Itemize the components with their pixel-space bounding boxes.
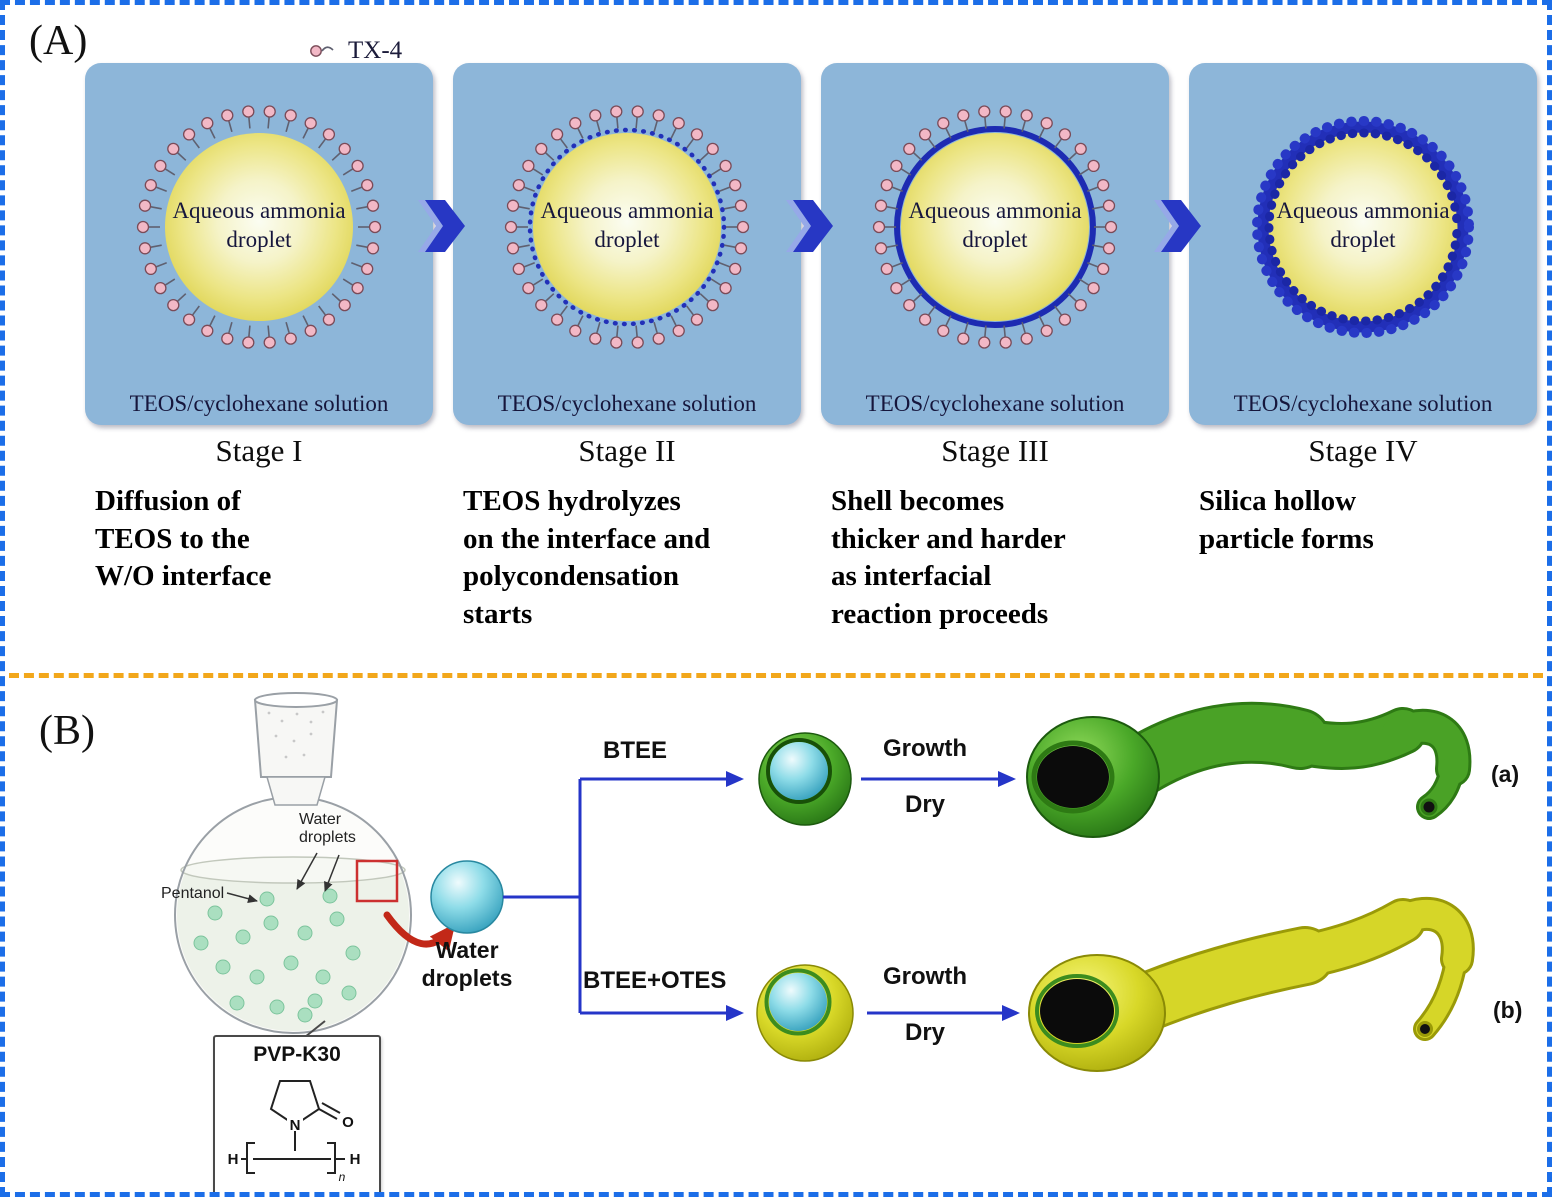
stage-1-droplet-graphic bbox=[136, 105, 382, 349]
branch-lines bbox=[503, 771, 1020, 1021]
stage-3-description: Shell becomes thicker and harder as inte… bbox=[831, 485, 1066, 631]
surfactant-ring bbox=[872, 105, 1118, 349]
stage-2-column: Aqueous ammonia droplet TEOS/cyclohexane… bbox=[453, 5, 801, 673]
dry-label-top: Dry bbox=[905, 791, 946, 818]
tag-b-label: (b) bbox=[1493, 997, 1523, 1023]
droplet-label: Aqueous ammonia droplet bbox=[908, 198, 1082, 252]
stage-2-droplet-graphic bbox=[504, 105, 750, 349]
dotted-silica-shell bbox=[527, 127, 727, 327]
pentanol-label: Pentanol bbox=[161, 885, 225, 902]
o-atom: O bbox=[342, 1114, 354, 1131]
stage-2-box: Aqueous ammonia droplet TEOS/cyclohexane… bbox=[453, 63, 801, 425]
stage-1-title: Stage I bbox=[215, 433, 303, 468]
stage-1-description: Diffusion of TEOS to the W/O interface bbox=[95, 485, 272, 593]
stage-3-droplet-graphic bbox=[872, 105, 1118, 349]
solution-label: TEOS/cyclohexane solution bbox=[865, 391, 1125, 416]
zoom-arrow bbox=[383, 911, 456, 952]
stage-4-box: Aqueous ammonia droplet TEOS/cyclohexane… bbox=[1189, 63, 1537, 425]
water-droplets-label: Water droplets bbox=[421, 937, 513, 991]
panel-b-graphic bbox=[174, 692, 1475, 1072]
panel-b-label: (B) bbox=[39, 708, 95, 754]
zoom-region-square bbox=[355, 859, 399, 903]
frosted-texture-dots bbox=[267, 710, 325, 759]
emulsion-droplets bbox=[193, 888, 361, 1023]
thick-bumpy-silica-shell bbox=[1252, 116, 1474, 338]
stage-4-droplet-graphic bbox=[1252, 116, 1474, 338]
worm-tail-opening bbox=[1420, 798, 1438, 816]
droplet-label: Aqueous ammonia droplet bbox=[1276, 198, 1450, 252]
stage-4-column: Aqueous ammonia droplet TEOS/cyclohexane… bbox=[1189, 5, 1537, 673]
stage-arrow-icon bbox=[418, 200, 465, 252]
solid-silica-shell bbox=[894, 126, 1096, 328]
stage-3-box: Aqueous ammonia droplet TEOS/cyclohexane… bbox=[821, 63, 1169, 425]
stage-3-column: Aqueous ammonia droplet TEOS/cyclohexane… bbox=[821, 5, 1169, 673]
stage-1-column: Aqueous ammonia droplet TEOS/cyclohexane… bbox=[85, 5, 433, 673]
droplet-label: Aqueous ammonia droplet bbox=[172, 198, 346, 252]
tx4-legend: TX-4 bbox=[309, 37, 402, 65]
panel-a-label: (A) bbox=[29, 18, 88, 64]
flask-water-droplets-label: Water droplets bbox=[299, 811, 356, 847]
green-core-shell-sphere bbox=[758, 732, 852, 826]
surfactant-ring bbox=[136, 105, 382, 349]
stage-4-title: Stage IV bbox=[1308, 433, 1418, 468]
btee-otes-label: BTEE+OTES bbox=[583, 967, 727, 994]
worm-tail-opening bbox=[1417, 1021, 1433, 1037]
n-atom: N bbox=[290, 1117, 301, 1134]
h-right: H bbox=[350, 1151, 361, 1168]
stage-arrow-icon bbox=[786, 200, 833, 252]
pvp-k30-box: PVP-K30 N O H H n bbox=[213, 1035, 381, 1192]
growth-label-bottom: Growth bbox=[883, 963, 967, 990]
stage-arrow-icon bbox=[1154, 200, 1201, 252]
stage-2-title: Stage II bbox=[578, 433, 676, 468]
stage-3-title: Stage III bbox=[941, 433, 1049, 468]
solution-label: TEOS/cyclohexane solution bbox=[129, 391, 389, 416]
round-bottom-flask bbox=[174, 692, 456, 1038]
tag-a-label: (a) bbox=[1491, 761, 1520, 787]
surfactant-ring bbox=[504, 105, 750, 349]
btee-label: BTEE bbox=[603, 737, 668, 764]
surfactant-molecule-icon bbox=[310, 45, 334, 57]
growth-label-top: Growth bbox=[883, 735, 967, 762]
yellow-hollow-worm bbox=[1028, 896, 1475, 1072]
pvp-k30-title: PVP-K30 bbox=[253, 1043, 341, 1066]
solution-label: TEOS/cyclohexane solution bbox=[497, 391, 757, 416]
sub-n: n bbox=[339, 1170, 346, 1184]
stage-1-box: Aqueous ammonia droplet TEOS/cyclohexane… bbox=[85, 63, 433, 425]
stage-4-description: Silica hollow particle forms bbox=[1199, 485, 1374, 555]
stage-2-description: TEOS hydrolyzes on the interface and pol… bbox=[463, 485, 711, 631]
h-left: H bbox=[228, 1151, 239, 1168]
pvp-chemical-structure: N O H H n bbox=[228, 1080, 361, 1184]
dry-label-bottom: Dry bbox=[905, 1019, 946, 1046]
solution-label: TEOS/cyclohexane solution bbox=[1233, 391, 1493, 416]
tx4-legend-text: TX-4 bbox=[348, 37, 403, 64]
water-droplet-sphere bbox=[430, 860, 504, 934]
droplet-label: Aqueous ammonia droplet bbox=[540, 198, 714, 252]
yellow-core-shell-sphere bbox=[756, 964, 854, 1062]
green-hollow-worm bbox=[1026, 701, 1472, 838]
panel-divider bbox=[9, 673, 1543, 678]
